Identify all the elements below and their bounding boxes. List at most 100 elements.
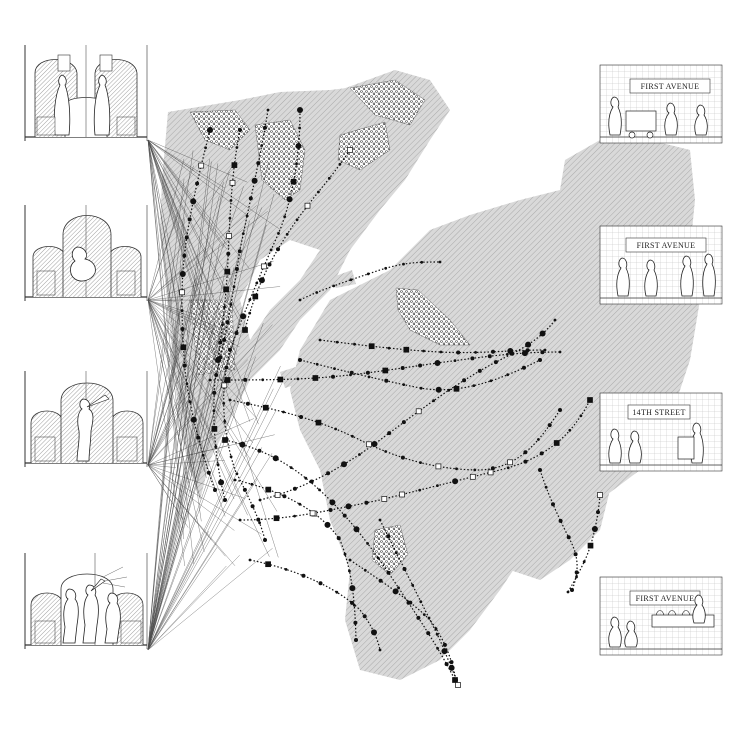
station-dot — [539, 330, 546, 337]
station-dot — [491, 349, 495, 354]
station-dot — [295, 162, 298, 166]
station-dot — [245, 401, 250, 406]
station-dot — [553, 318, 557, 322]
station-dot — [507, 459, 513, 466]
station-dot — [224, 268, 231, 275]
station-dot — [239, 441, 246, 448]
station-dot — [506, 466, 510, 470]
station-dot — [449, 660, 454, 665]
connector-line — [147, 139, 222, 382]
connector-line — [147, 314, 247, 651]
station-dot — [212, 409, 216, 413]
park-3 — [349, 79, 426, 126]
station-dot — [257, 448, 262, 453]
connector-line — [147, 548, 273, 651]
station-dot — [551, 502, 555, 507]
station-dot — [510, 351, 515, 356]
station-dot — [228, 347, 232, 352]
connector-line — [147, 299, 240, 336]
station-dot — [214, 373, 219, 377]
station-dot — [318, 488, 321, 492]
landmass-north — [160, 84, 430, 500]
station-dot — [386, 570, 391, 575]
station-dot — [490, 466, 495, 471]
station-dot — [297, 107, 303, 113]
commuter-figure — [624, 620, 638, 648]
station-dot — [525, 341, 532, 348]
station-dot — [335, 340, 339, 344]
commuter-figure — [664, 102, 678, 136]
station-dot — [558, 518, 563, 523]
station-dot — [453, 385, 460, 392]
connector-line — [147, 300, 205, 466]
station-dot — [349, 585, 356, 592]
station-dot — [229, 199, 233, 202]
station-dot — [190, 416, 197, 423]
station-dot — [204, 146, 208, 150]
station-dot — [345, 503, 352, 510]
connector-line — [147, 447, 263, 651]
station-dot — [419, 461, 422, 464]
station-markers — [179, 107, 603, 688]
connector-line — [147, 383, 283, 651]
station-dot — [245, 214, 249, 218]
station-dot — [184, 235, 189, 240]
station-dot — [336, 536, 341, 541]
station-dot — [250, 504, 255, 509]
station-dot — [574, 570, 579, 575]
station-dot — [312, 375, 319, 381]
station-sign-text: FIRST AVENUE — [637, 241, 696, 250]
station-dot — [221, 382, 228, 389]
station-dot — [573, 552, 578, 557]
station-dot — [384, 378, 389, 383]
trumpet — [86, 394, 110, 408]
station-dot — [474, 351, 477, 354]
station-dot — [180, 327, 185, 331]
station-dot — [338, 162, 342, 166]
station-dot — [376, 556, 380, 560]
station-dot — [283, 215, 287, 219]
station-dot — [188, 400, 192, 404]
station-dot — [242, 487, 247, 492]
station-dot — [351, 434, 354, 438]
station-dot — [427, 616, 431, 620]
connector-line — [147, 299, 225, 335]
connector-line — [147, 139, 259, 425]
station-dot — [432, 399, 435, 403]
station-dot — [256, 161, 261, 166]
station-dot — [263, 538, 267, 542]
station-dot — [401, 420, 406, 425]
station-dot — [258, 277, 265, 284]
connector-line — [147, 139, 191, 245]
station-dot — [223, 305, 226, 309]
station-dot — [422, 613, 426, 616]
connector-line — [147, 260, 274, 301]
commuter-figure — [608, 428, 622, 464]
station-dot — [252, 293, 259, 300]
station-dot — [187, 217, 192, 222]
connector-line — [147, 139, 184, 520]
station-dot — [299, 415, 304, 419]
station-dot — [439, 350, 443, 354]
station-dot — [365, 370, 370, 375]
station-dot — [248, 196, 253, 201]
landmass-southeast — [500, 470, 610, 580]
route-line — [209, 351, 561, 381]
station-dot — [190, 198, 197, 205]
station-dot — [353, 526, 360, 533]
connector-line — [147, 298, 206, 651]
station-dot — [400, 366, 405, 370]
station-dot — [453, 359, 457, 362]
station-dot — [224, 377, 231, 383]
connector-line — [147, 366, 281, 651]
station-dot — [201, 453, 205, 457]
station-dot — [384, 266, 388, 270]
connector-line — [147, 464, 235, 531]
connector-line — [147, 238, 185, 651]
connector-line — [147, 139, 250, 269]
station-dot — [315, 362, 319, 366]
connector-line — [147, 324, 228, 466]
connector-line — [147, 211, 268, 301]
connector-line — [147, 139, 202, 522]
trumpet — [90, 578, 106, 592]
